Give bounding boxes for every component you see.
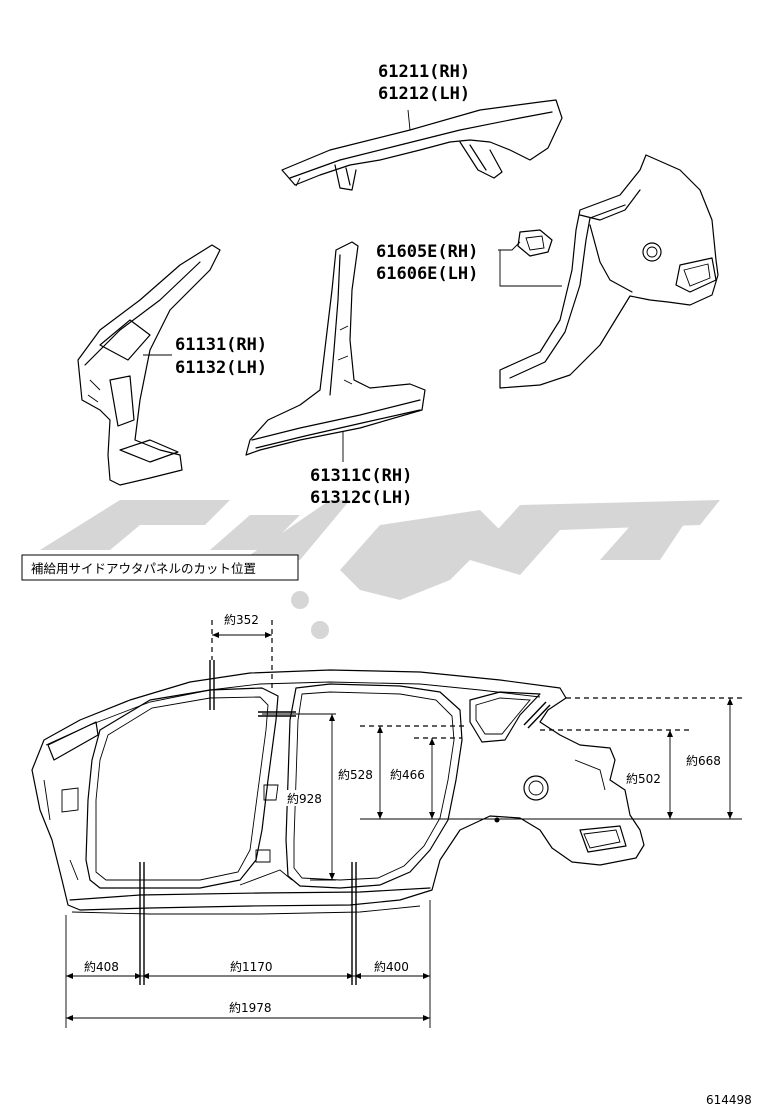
dim-1978: 約1978 [229,1000,272,1015]
dim-408: 約408 [84,959,119,974]
dim-1170: 約1170 [230,959,273,974]
roof-rail-label-rh: 61211(RH) [378,62,470,82]
section-title: 補給用サイドアウタパネルのカット位置 [31,561,256,576]
center-pillar-part [245,241,426,456]
dim-352: 約352 [224,612,259,627]
quarter-panel-leader [498,241,562,287]
dimension-lines [65,620,742,1028]
dim-668: 約668 [686,753,721,768]
dim-466: 約466 [390,767,425,782]
quarter-panel-label-rh: 61605E(RH) [376,242,478,262]
dim-928: 約928 [287,791,322,806]
front-pillar-label-rh: 61131(RH) [175,335,267,355]
front-pillar-label-lh: 61132(LH) [175,358,267,378]
dim-528: 約528 [338,767,373,782]
dimension-labels: 約352 約928 約528 約466 約502 約668 約408 約1170… [82,611,728,1015]
center-pillar-label-lh: 61312C(LH) [310,488,412,508]
front-pillar-part [77,244,221,486]
quarter-panel-label-lh: 61606E(LH) [376,264,478,284]
roof-rail-label-lh: 61212(LH) [378,84,470,104]
center-pillar-label-rh: 61311C(RH) [310,466,412,486]
quarter-panel-part [499,154,719,389]
roof-rail-part [281,99,563,191]
watermark-logo [40,500,720,639]
side-outer-panel [31,669,645,915]
figure-number: 614498 [706,1093,752,1107]
dim-400: 約400 [374,959,409,974]
section-title-box: 補給用サイドアウタパネルのカット位置 [21,554,299,581]
cut-lines [139,660,551,985]
dim-502: 約502 [626,771,661,786]
